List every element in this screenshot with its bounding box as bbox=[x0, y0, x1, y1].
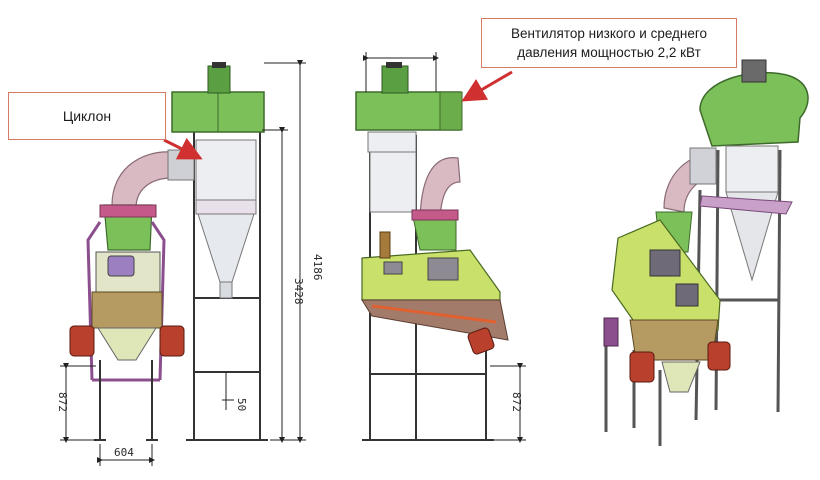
isometric-view bbox=[603, 59, 809, 446]
iso-cyclone bbox=[725, 145, 779, 193]
dim-total-height: 4186 bbox=[311, 254, 324, 281]
iso-motor-right bbox=[707, 341, 731, 371]
side-cyclone bbox=[369, 151, 417, 213]
side-motor bbox=[467, 327, 495, 355]
iso-motor-left bbox=[629, 351, 655, 383]
fan-label-line1: Вентилятор низкого и среднего bbox=[510, 26, 708, 41]
front-fan-motor bbox=[207, 65, 231, 94]
iso-fan-housing bbox=[699, 71, 809, 147]
front-dimensions bbox=[60, 60, 306, 466]
front-hopper bbox=[91, 291, 163, 329]
dim-frame-width: 604 bbox=[114, 446, 134, 459]
fan-arrow bbox=[461, 70, 513, 102]
dim-leg-height-left: 872 bbox=[56, 392, 69, 412]
fan-callout: Вентилятор низкого и среднего давления м… bbox=[481, 18, 737, 68]
dim-leg-height-right: 872 bbox=[510, 392, 523, 412]
dim-cyclone-support: 3428 bbox=[292, 278, 305, 305]
front-motor-left bbox=[69, 325, 95, 357]
side-fan-motor bbox=[381, 65, 409, 94]
side-view: 872 bbox=[355, 52, 526, 443]
cyclone-callout: Циклон bbox=[8, 92, 166, 140]
front-view: 4186 3428 872 604 50 bbox=[56, 60, 324, 466]
iso-fan-motor bbox=[741, 59, 767, 83]
fan-label-line2: давления мощностью 2,2 кВт bbox=[517, 45, 701, 60]
side-elbow-duct bbox=[419, 157, 461, 227]
cyclone-label: Циклон bbox=[62, 108, 112, 124]
front-motor-right bbox=[159, 325, 185, 357]
dim-step: 50 bbox=[235, 398, 248, 411]
cyclone-arrow bbox=[163, 137, 203, 160]
front-elbow-duct bbox=[111, 151, 173, 209]
front-cyclone bbox=[195, 139, 257, 299]
